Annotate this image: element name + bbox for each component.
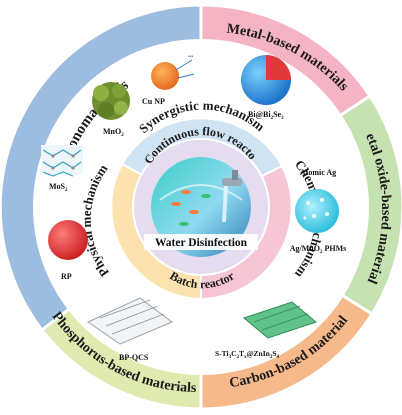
- center-label: Water Disinfection: [155, 237, 248, 249]
- mos2-label: MoS2: [49, 182, 68, 193]
- center-label-box: [144, 234, 258, 250]
- bp-qcs-sheet-icon: [86, 297, 173, 345]
- mxene-sheet-icon: [242, 301, 318, 339]
- cu-nanoparticle-icon: •••: [151, 54, 195, 90]
- cu-np-label: Cu NP: [142, 97, 165, 106]
- mno2-label: MnO2: [103, 127, 124, 138]
- rp-label: RP: [61, 272, 72, 281]
- svg-text:•••: •••: [188, 54, 194, 60]
- bi-sphere-icon: [241, 55, 291, 105]
- bp-qcs-label: BP-QCS: [119, 353, 149, 362]
- bi-se-label: Bi@Bi2Se3: [248, 110, 284, 121]
- mno2-flower-icon: [92, 82, 130, 120]
- stict-label: S-Ti3C2Tx@ZnIn2S4: [215, 349, 279, 360]
- atomic-ag-label: Atomic Ag: [300, 168, 336, 177]
- red-phosphorus-sphere-icon: [48, 220, 88, 260]
- ag-mno2-sphere-icon: [295, 189, 339, 233]
- mos2-lattice-icon: [41, 145, 83, 177]
- ag-mno2-label: Ag/MnO2 PHMs: [290, 244, 347, 255]
- water-faucet-icon: [151, 157, 251, 257]
